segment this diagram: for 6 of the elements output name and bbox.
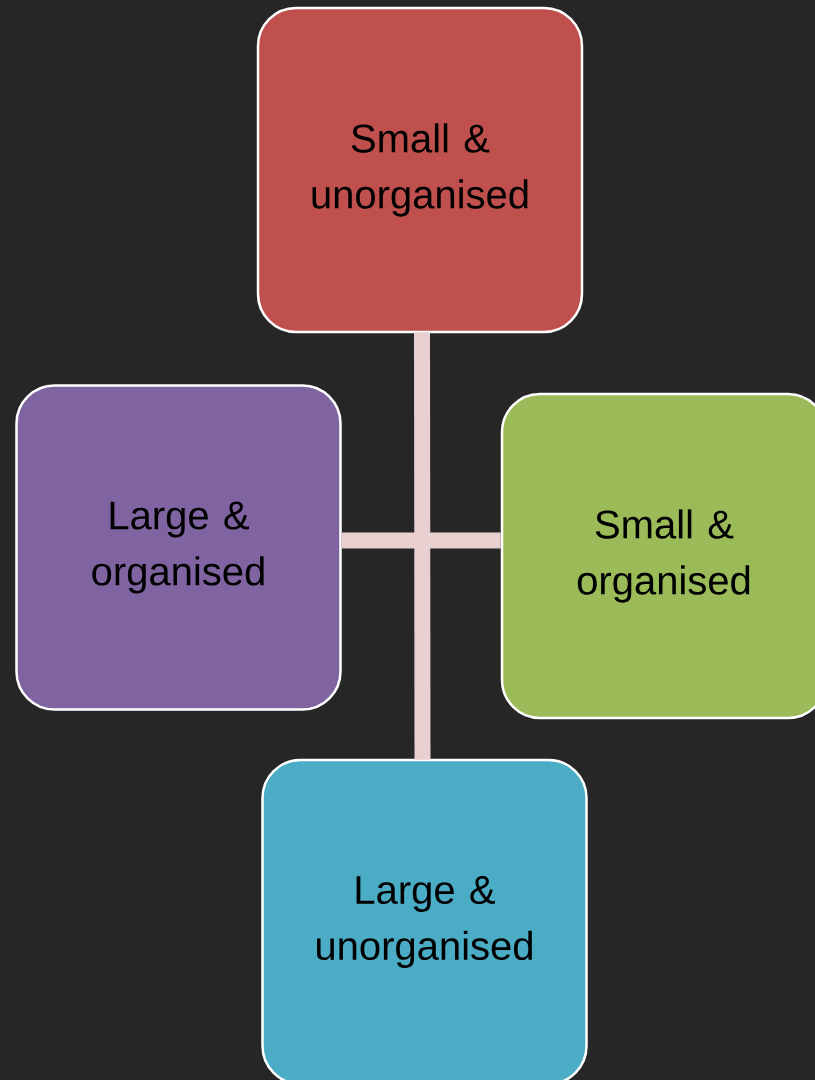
rounded-box: Small & unorganised xyxy=(256,6,584,334)
connector-line xyxy=(341,532,501,549)
connector-line xyxy=(414,332,431,760)
rounded-box: Large & unorganised xyxy=(261,758,588,1080)
rounded-box: Large & organised xyxy=(15,384,342,711)
rounded-box: Small & organised xyxy=(500,392,815,720)
